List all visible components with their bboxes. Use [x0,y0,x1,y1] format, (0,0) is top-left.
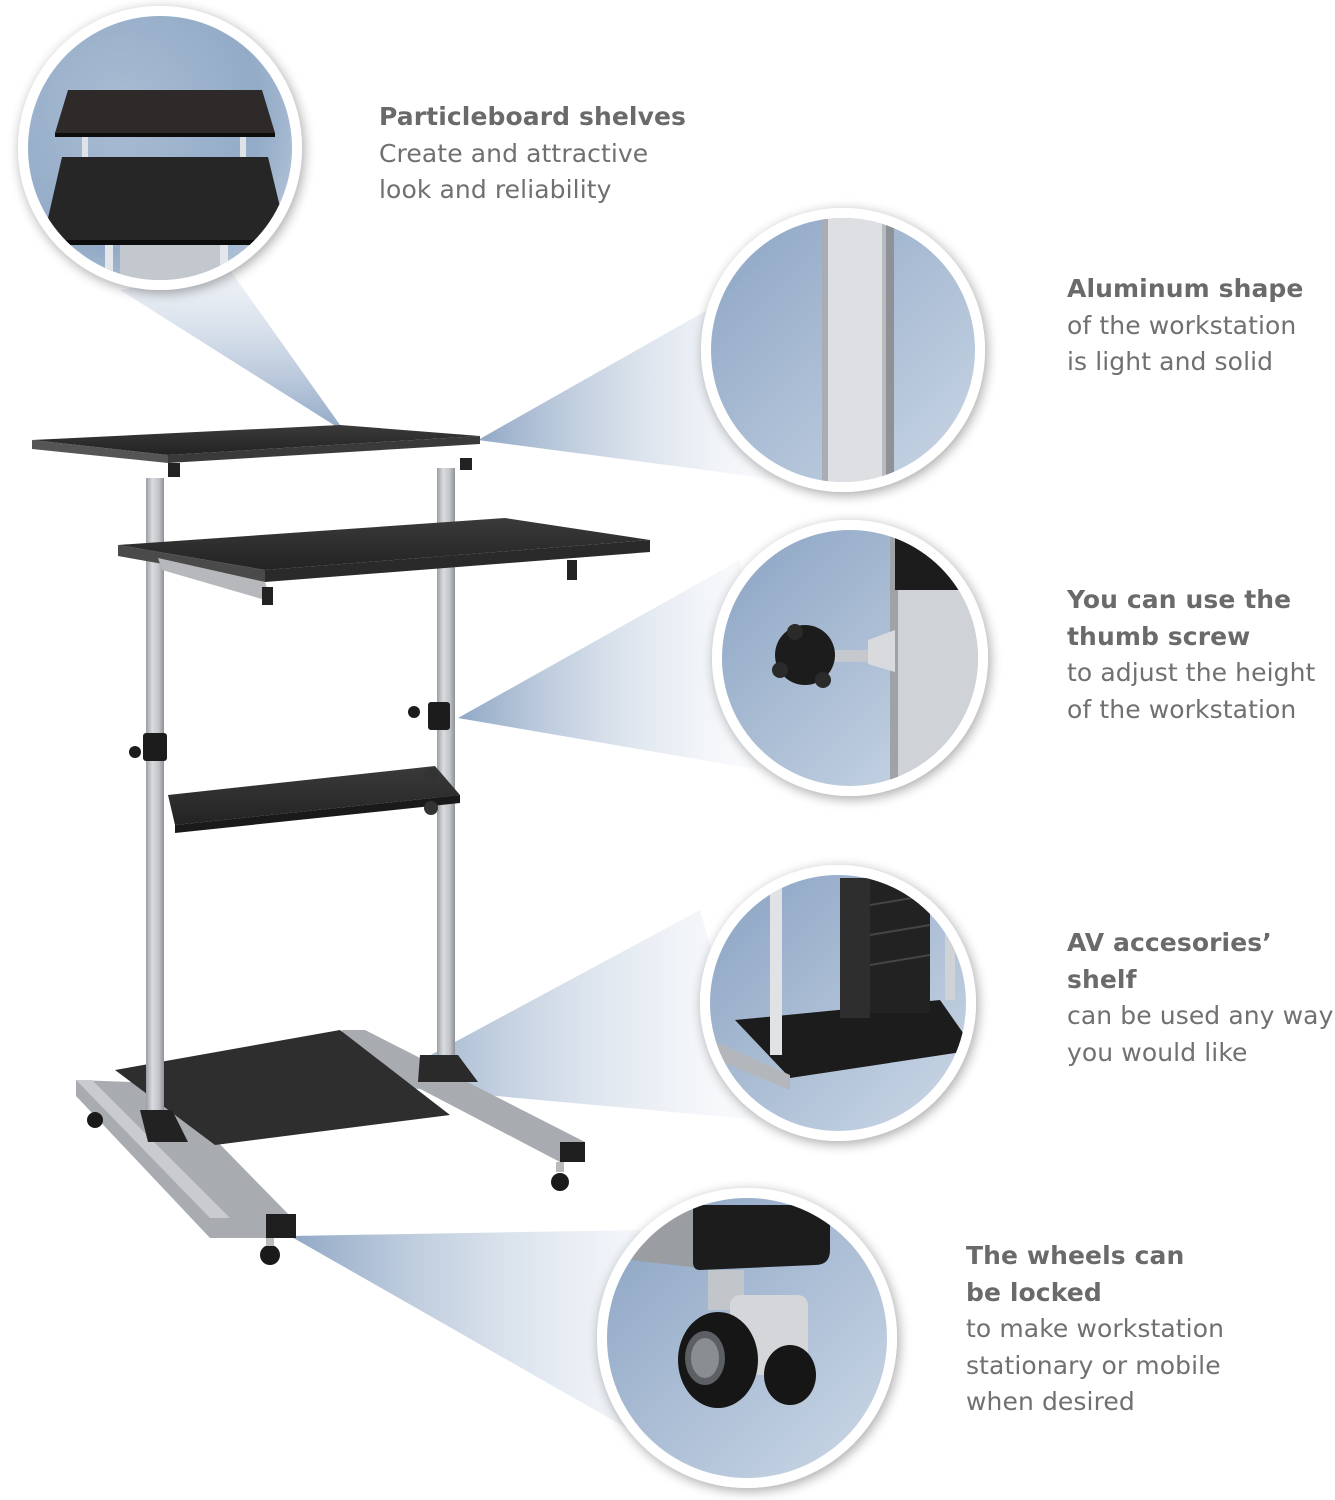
monitor-shelf [32,425,480,455]
callout-body-line: can be used any way [1067,1001,1334,1030]
detail-circle-wheels [597,1188,897,1488]
callout-shelves: Particleboard shelves Create and attract… [379,99,686,209]
keyboard-shelf [168,766,460,825]
detail-circle-av-shelf [700,865,976,1141]
callout-body-line: to make workstation [966,1314,1225,1343]
callout-title: AV accesories’ shelf [1067,928,1272,994]
casters [87,1112,569,1265]
callout-title-line: The wheels can [966,1241,1185,1270]
detail-circle-shelves [18,6,302,290]
callout-body-line: to adjust the height [1067,658,1316,687]
beam-wheels [290,1230,700,1470]
callout-wheels: The wheels can be locked to make worksta… [966,1238,1224,1421]
callout-title: Aluminum shape [1067,274,1304,303]
callout-beams [120,270,780,1470]
beam-thumb-screw [458,560,760,770]
beam-av-shelf [375,910,760,1120]
callout-thumb-screw: You can use the thumb screw to adjust th… [1067,582,1315,728]
detail-circle-aluminum [701,208,985,492]
callout-aluminum: Aluminum shape of the workstation is lig… [1067,271,1303,381]
callout-body-line: when desired [966,1387,1135,1416]
beam-shelves [120,270,345,432]
callout-title-line: You can use the [1067,585,1292,614]
callout-body-line: you would like [1067,1037,1248,1067]
left-post [146,478,164,1133]
callout-body-line: is light and solid [1067,347,1274,376]
right-post [437,468,455,1068]
base-frame [76,1030,585,1238]
callout-title-line: be locked [966,1277,1102,1307]
callout-body-line: Create and attractive [379,138,649,168]
callout-title-line: thumb screw [1067,621,1251,651]
detail-circle-thumb-screw [712,520,988,796]
callout-body-line: of the workstation [1067,694,1297,724]
callout-body-line: of the workstation [1067,310,1297,340]
workstation-cart [32,425,650,1265]
work-surface [118,518,650,570]
av-base-shelf [115,1030,450,1145]
callout-title: Particleboard shelves [379,102,687,131]
callout-av-shelf: AV accesories’ shelf can be used any way… [1067,925,1335,1071]
callout-body-line: stationary or mobile [966,1350,1221,1380]
callout-body-line: look and reliability [379,175,612,204]
